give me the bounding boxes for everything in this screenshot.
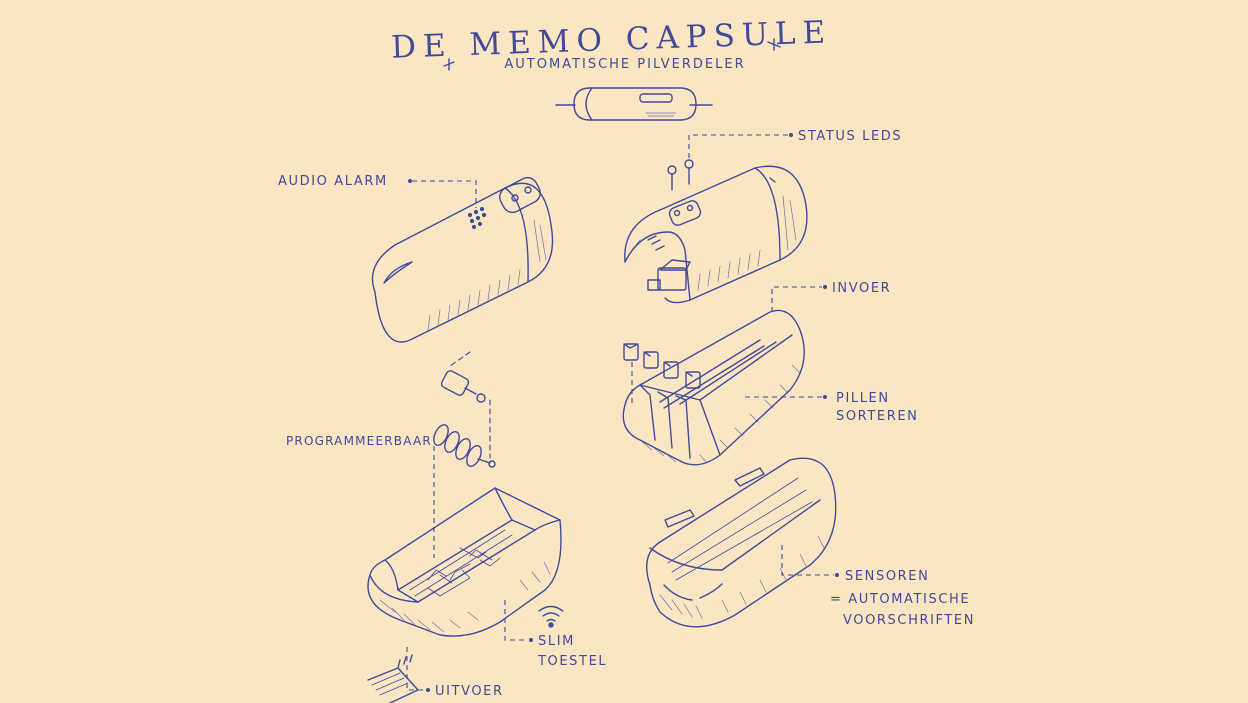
base-shell-right (646, 457, 837, 628)
flap-row (623, 343, 701, 389)
label-invoer: INVOER (832, 281, 891, 296)
audio-alarm-callout: AUDIO ALARM (278, 174, 477, 208)
status-leds-callout: STATUS LEDS (688, 129, 902, 158)
label-toestel: TOESTEL (537, 654, 607, 669)
sensoren-callout: SENSOREN = AUTOMATISCHE VOORSCHRIFTEN (781, 545, 975, 628)
label-voorschriften: VOORSCHRIFTEN (843, 613, 975, 628)
invoer-callout: INVOER (771, 281, 891, 312)
label-automatische: = AUTOMATISCHE (830, 592, 970, 607)
pill-illustration (555, 87, 713, 121)
speaker-grille (467, 206, 487, 230)
label-uitvoer: UITVOER (435, 684, 504, 699)
top-shell-right (624, 165, 808, 304)
pillen-sorteren-callout: PILLEN SORTEREN (631, 362, 919, 424)
slim-toestel-callout: SLIM TOESTEL (504, 600, 607, 669)
title-block: DE MEMO CAPSULE AUTOMATISCHE PILVERDELER (391, 14, 833, 121)
label-programmeerbaar: PROGRAMMEERBAAR (286, 434, 432, 448)
motor-part (440, 351, 486, 403)
label-status-leds: STATUS LEDS (798, 129, 902, 144)
top-shell-left (371, 176, 554, 343)
screw-part (433, 399, 496, 468)
sorting-tray (622, 309, 805, 466)
output-tray (367, 654, 419, 703)
star-icon (443, 58, 455, 71)
uitvoer-callout: UITVOER (367, 647, 504, 703)
label-audio-alarm: AUDIO ALARM (278, 174, 388, 189)
label-pillen: PILLEN (836, 391, 890, 406)
wifi-icon (538, 605, 564, 628)
base-shell-left (367, 487, 562, 637)
subtitle: AUTOMATISCHE PILVERDELER (504, 57, 745, 72)
programmeerbaar-callout: PROGRAMMEERBAAR (286, 434, 435, 558)
star-icon (767, 38, 781, 51)
label-slim: SLIM (538, 634, 575, 649)
label-sorteren: SORTEREN (836, 409, 919, 424)
label-sensoren: SENSOREN (845, 569, 929, 584)
status-leds-parts (667, 159, 694, 191)
